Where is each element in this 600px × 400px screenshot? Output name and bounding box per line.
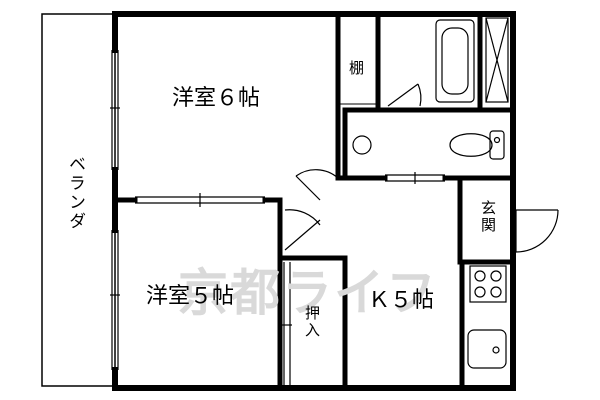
ventilation-box bbox=[485, 17, 509, 103]
exterior-walls bbox=[112, 11, 516, 391]
toilet bbox=[449, 130, 505, 160]
entrance-door bbox=[515, 209, 559, 253]
stove bbox=[469, 265, 507, 303]
shelf-label: 棚 bbox=[347, 60, 365, 77]
bath-door bbox=[387, 83, 422, 107]
veranda-label: ベランダ bbox=[65, 155, 85, 231]
room-western-6-label: 洋室６帖 bbox=[172, 86, 261, 111]
kitchen-sink bbox=[467, 329, 507, 369]
shelf-outline bbox=[339, 15, 377, 105]
closet-label: 押入 bbox=[303, 305, 321, 339]
room-kitchen-label: Ｋ５帖 bbox=[368, 288, 435, 313]
closet-doors bbox=[282, 262, 292, 386]
room6-door bbox=[295, 169, 339, 201]
interior-window bbox=[135, 193, 265, 207]
room-western-5-label: 洋室５帖 bbox=[146, 284, 235, 309]
washbasin bbox=[352, 135, 372, 155]
entrance-label: 玄関 bbox=[479, 200, 497, 234]
watermark: 京都ライフ bbox=[178, 264, 438, 322]
bathtub bbox=[435, 19, 475, 103]
interior-walls bbox=[112, 11, 516, 391]
toilet-window bbox=[385, 172, 445, 184]
room5-door bbox=[284, 209, 321, 251]
veranda-windows bbox=[110, 50, 120, 370]
